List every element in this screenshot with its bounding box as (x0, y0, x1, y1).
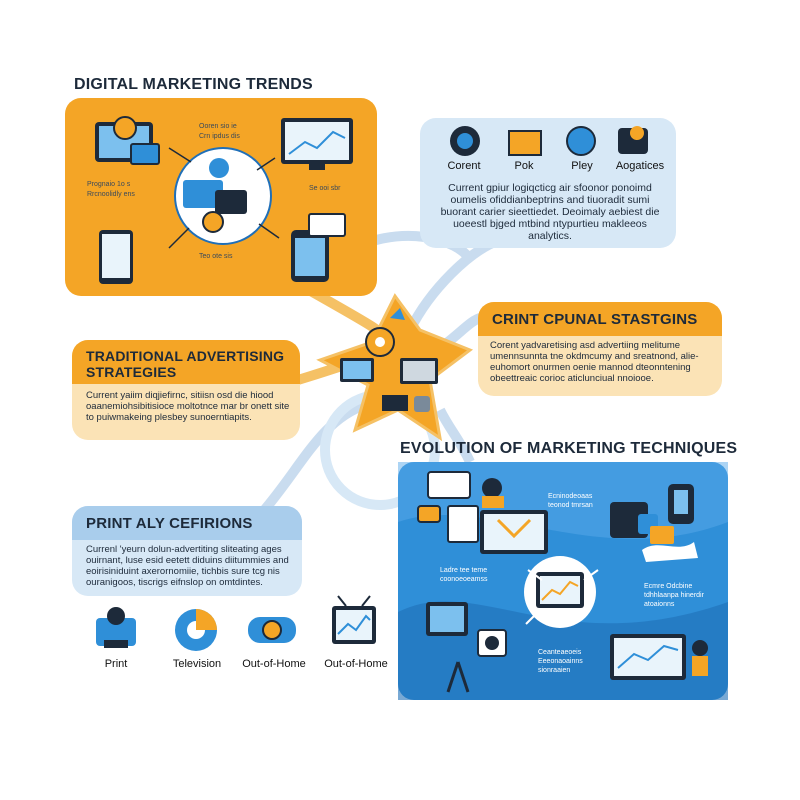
traditional-card-title: TRADITIONAL ADVERTISING STRATEGIES (86, 348, 285, 380)
envelope-icon (508, 130, 542, 156)
analytics-description: Current gpiur logiqcticg air sfoonor pon… (440, 182, 660, 242)
print-card-text: Currenl 'yeurn dolun-advertiting sliteat… (86, 544, 289, 588)
trend-label: Ooren sio ie (199, 123, 237, 130)
print-card-header (72, 506, 302, 540)
evolution-illustration (398, 462, 728, 700)
evolution-panel: Ecninodeoaas teonod tmrsan Ladre tee tem… (398, 462, 728, 700)
card-icon-label: Pley (571, 160, 593, 172)
evolution-label: Ecninodeoaas teonod tmrsan (548, 493, 593, 509)
television-icon (175, 609, 217, 651)
print-card-title: PRINT ALY CEFIRIONS (86, 515, 253, 532)
digital-trends-panel: Ooren sio ie Crn ipdus dis Prognaio 1o s… (65, 98, 377, 296)
out-of-home-icon (248, 617, 296, 643)
card-icon-label: Corent (447, 160, 481, 172)
channel-label: Television (172, 658, 222, 670)
trend-label: Se ooi sbr (309, 185, 341, 192)
out-of-home-tv-icon (332, 595, 376, 644)
strategies-card: CRINT CPUNAL STASTGINS Corent yadvaretis… (478, 302, 722, 396)
evolution-label: Ladre tee teme coonoeoeamss (440, 567, 488, 583)
print-card: PRINT ALY CEFIRIONS Currenl 'yeurn dolun… (72, 506, 302, 596)
evolution-label: Ceanteaeoeis Eeeonaoainns sionraaien (538, 649, 583, 674)
traditional-card-text: Current yaiim diqjiefirnc, sitiisn osd d… (86, 390, 290, 423)
channel-label: Out-of-Home (242, 658, 306, 670)
trend-label: Teo ote sis (199, 253, 233, 260)
strategies-card-header (478, 302, 722, 336)
trend-label: Prognaio 1o s (87, 181, 131, 188)
print-icon (96, 607, 136, 648)
analytics-card: Corent Pok Pley Aogatices Current gpiur … (420, 118, 676, 248)
strategies-card-title: CRINT CPUNAL STASTGINS (492, 311, 698, 328)
page-title: DIGITAL MARKETING TRENDS (74, 76, 313, 93)
globe-icon (566, 126, 596, 156)
channel-label: Out-of-Home (324, 658, 388, 670)
card-icon-label: Pok (514, 160, 534, 172)
trend-label: Rrcnoolidly ens (87, 191, 135, 198)
strategies-card-text: Corent yadvaretising asd advertiing meli… (490, 340, 699, 384)
digital-trends-illustration (95, 116, 353, 284)
channel-label: Print (104, 658, 128, 670)
traditional-card-header (72, 340, 300, 384)
pie-chart-icon-slice (457, 133, 473, 149)
traditional-card: TRADITIONAL ADVERTISING STRATEGIES Curre… (72, 340, 300, 440)
card-icon-label: Aogatices (615, 160, 665, 172)
trend-label: Crn ipdus dis (199, 133, 240, 140)
analytics-icon-accent (630, 126, 644, 140)
evolution-label: Ecmre Odcbine tdhhlaanpa hinerdir atoaio… (644, 583, 704, 608)
evolution-title: EVOLUTION OF MARKETING TECHNIQUES (400, 440, 738, 457)
